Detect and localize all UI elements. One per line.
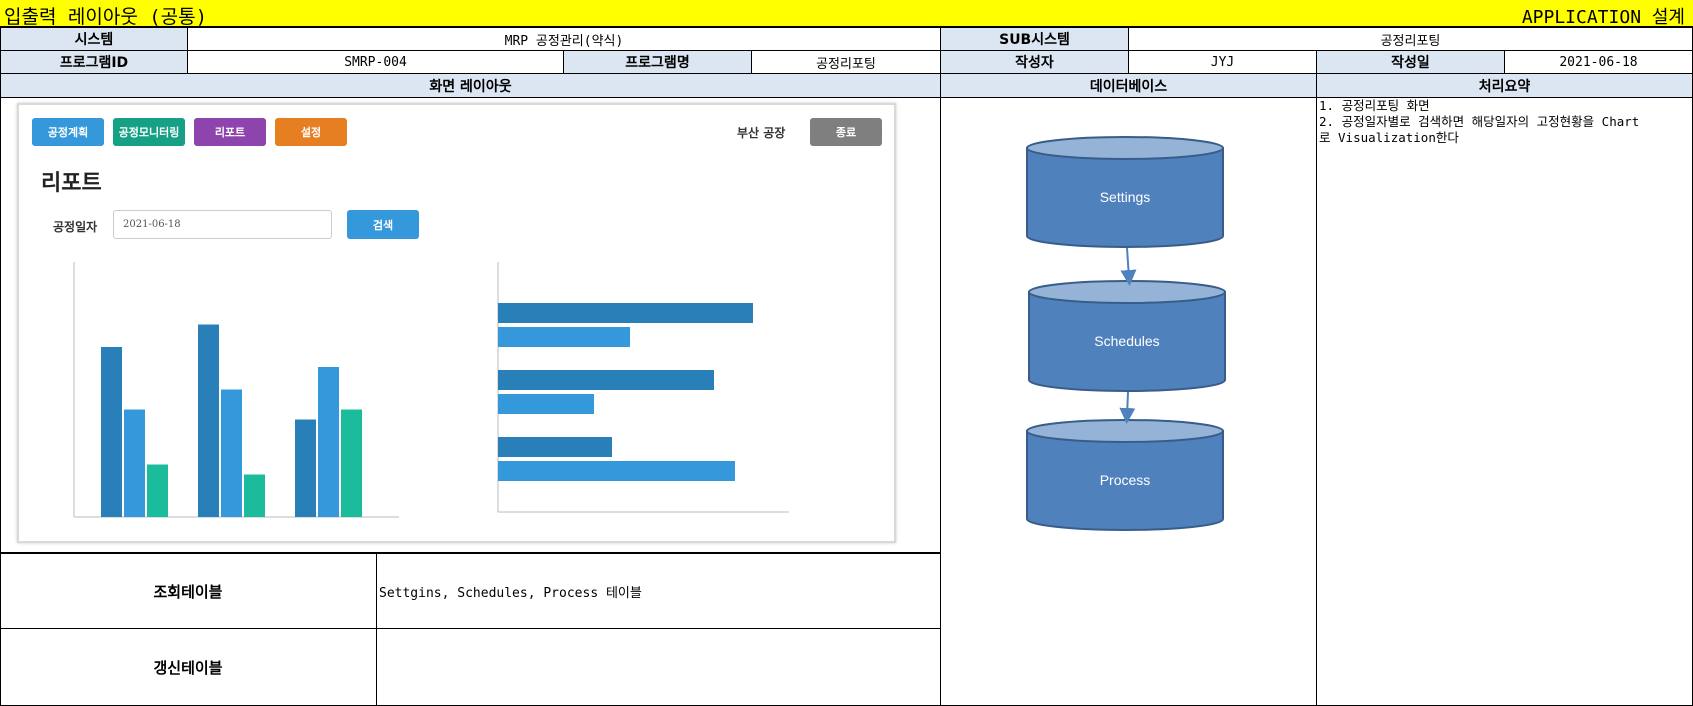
chart-bar [498, 437, 612, 457]
system-value: MRP 공정관리(약식) [188, 28, 941, 51]
vertical-bar-chart [73, 262, 399, 518]
query-table-label: 조회테이블 [153, 582, 223, 601]
tab-label: 설정 [300, 126, 322, 139]
title-bar: 입출력 레이아웃 (공통) APPLICATION 설계 [0, 0, 1693, 28]
db-table-label: Process [1100, 472, 1151, 488]
update-table-label: 갱신테이블 [153, 658, 223, 677]
divider [0, 552, 941, 554]
tab-label: 공정모니터링 [118, 126, 180, 139]
chart-bar [498, 327, 630, 347]
program-id-value: SMRP-004 [188, 51, 564, 74]
section-summary: 처리요약 [1317, 74, 1693, 98]
program-id-label: 프로그램ID [0, 51, 188, 74]
chart-bar [498, 370, 714, 390]
db-table-label: Settings [1100, 189, 1151, 205]
system-label: 시스템 [0, 28, 188, 51]
db-table-schedules: Schedules [1028, 280, 1226, 392]
summary-line: 2. 공정일자별로 검색하면 해당일자의 고정현황을 Chart [1319, 114, 1640, 129]
subsystem-value: 공정리포팅 [1129, 28, 1693, 51]
author-label: 작성자 [941, 51, 1129, 74]
border-left [0, 98, 1, 706]
chart-bar [101, 347, 122, 517]
exit-button[interactable]: 종료 [810, 118, 882, 146]
divider [0, 628, 941, 629]
arrow-icon [1119, 391, 1136, 424]
arrow-icon [1120, 247, 1137, 286]
chart-bar [147, 464, 168, 517]
db-table-process: Process [1026, 419, 1224, 531]
tab-label: 공정계획 [47, 126, 89, 139]
tab-process-plan[interactable]: 공정계획 [32, 118, 104, 146]
chart-bar [295, 419, 316, 517]
date-input[interactable]: 2021-06-18 [113, 210, 332, 239]
chart-bar [244, 474, 265, 517]
horizontal-bar-chart [497, 262, 789, 513]
summary-line: 로 Visualization한다 [1319, 130, 1459, 145]
subsystem-label: SUB시스템 [941, 28, 1129, 51]
search-button[interactable]: 검색 [347, 210, 419, 239]
program-name-value: 공정리포팅 [752, 51, 941, 74]
chart-bar [498, 461, 735, 481]
doc-type: APPLICATION 설계 [1521, 7, 1685, 28]
tab-label: 리포트 [214, 126, 246, 139]
db-table-label: Schedules [1094, 333, 1159, 349]
border-screen-db [940, 98, 941, 706]
border-db-summary [1316, 98, 1317, 706]
doc-title: 입출력 레이아웃 (공통) [4, 6, 208, 28]
author-value: JYJ [1129, 51, 1317, 74]
divider [376, 552, 377, 705]
db-table-settings: Settings [1026, 136, 1224, 248]
chart-bar [498, 394, 594, 414]
tab-report[interactable]: 리포트 [194, 118, 266, 146]
summary-line: 1. 공정리포팅 화면 [1319, 98, 1430, 113]
chart-bar [124, 409, 145, 517]
page-title: 리포트 [41, 171, 102, 196]
summary-text: 1. 공정리포팅 화면 2. 공정일자별로 검색하면 해당일자의 고정현황을 C… [1319, 98, 1691, 146]
date-label: 작성일 [1317, 51, 1505, 74]
tab-process-monitoring[interactable]: 공정모니터링 [113, 118, 185, 146]
query-table-value: Settgins, Schedules, Process 테이블 [379, 585, 642, 601]
chart-bar [498, 303, 753, 323]
factory-label: 부산 공장 [737, 126, 786, 140]
section-database: 데이터베이스 [941, 74, 1317, 98]
search-label: 검색 [372, 218, 394, 232]
update-table-value [379, 629, 939, 705]
chart-bar [341, 409, 362, 517]
program-name-label: 프로그램명 [564, 51, 752, 74]
screen-mockup: 공정계획 공정모니터링 리포트 설정 부산 공장 종료 리포트 공정일자 202… [17, 103, 896, 543]
chart-bar [198, 324, 219, 517]
date-field-label: 공정일자 [53, 220, 98, 234]
date-value: 2021-06-18 [1505, 51, 1693, 74]
chart-bar [318, 367, 339, 517]
tab-settings[interactable]: 설정 [275, 118, 347, 146]
exit-label: 종료 [835, 126, 857, 139]
chart-bar [221, 389, 242, 517]
section-screen-layout: 화면 레이아웃 [0, 74, 941, 98]
